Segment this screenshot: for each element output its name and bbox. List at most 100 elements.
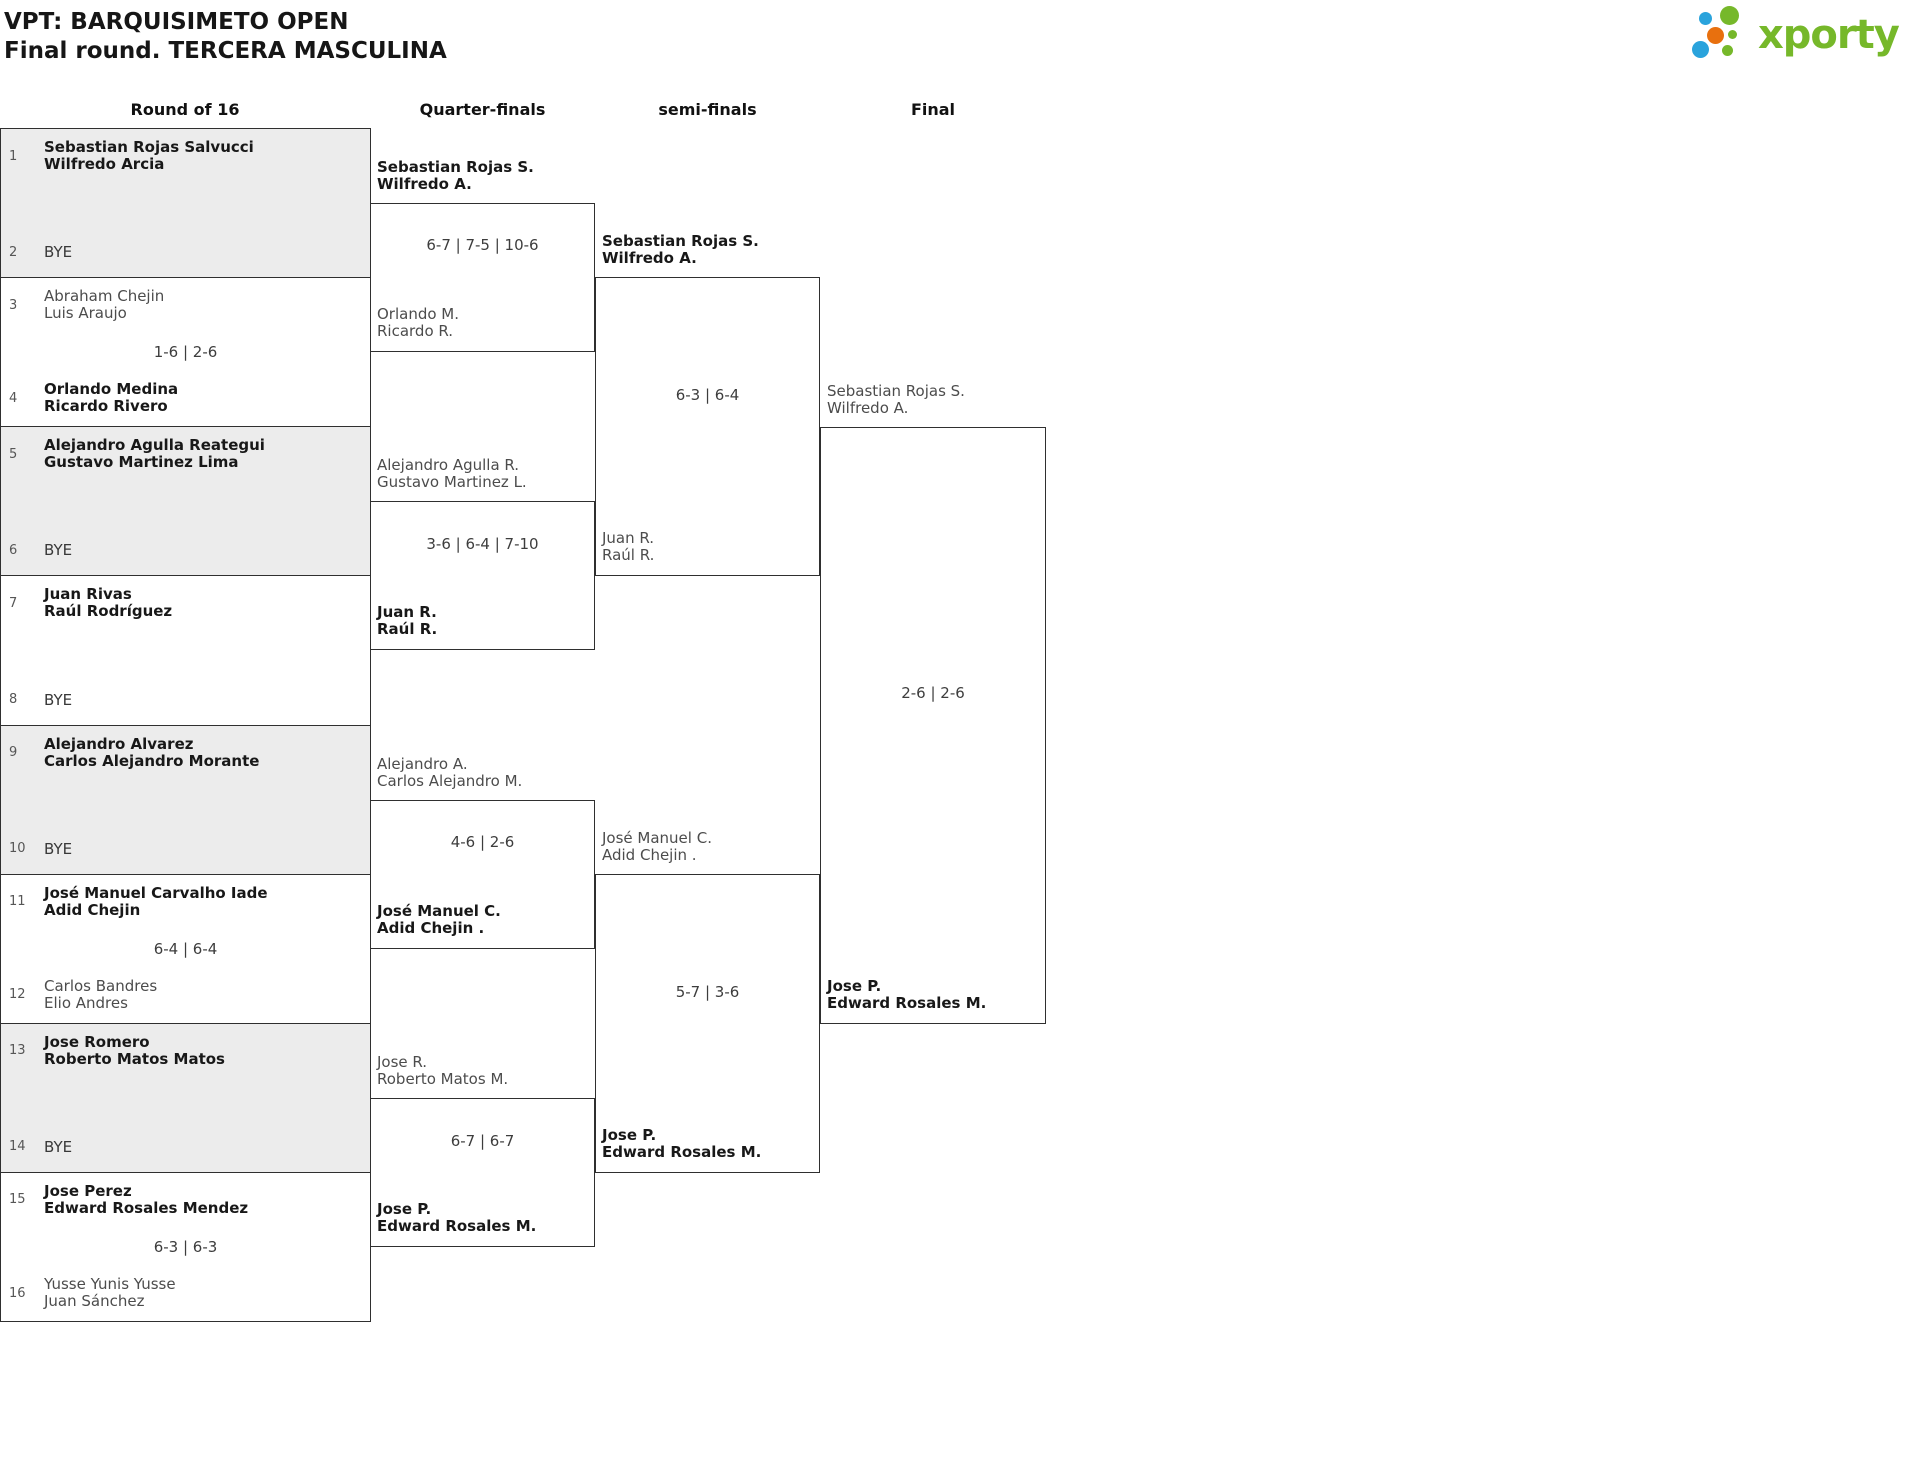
player-name: Juan Sánchez [44,1292,145,1310]
seed-number: 2 [9,244,18,260]
team-bottom: Jose P. Edward Rosales M. [827,976,987,1012]
team-bottom: Juan R. Raúl R. [377,604,437,638]
bye-entry: 10 BYE [7,840,366,858]
bye-entry: 2 BYE [7,243,366,261]
team-names: Juan Rivas Raúl Rodríguez [44,586,172,620]
match-score: 1-6 | 2-6 [153,343,218,362]
team-entry: 12 Carlos Bandres Elio Andres [7,976,366,1012]
player-name: Jose R. [377,1053,428,1072]
team-names: Orlando Medina Ricardo Rivero [44,381,178,415]
team-bottom: Juan R. Raúl R. [602,529,655,564]
team-names: José Manuel Carvalho Iade Adid Chejin [44,884,268,919]
team-names: Abraham Chejin Luis Araujo [44,288,164,322]
team-names: Yusse Yunis Yusse Juan Sánchez [44,1276,176,1310]
logo-dot-green-tiny [1728,30,1737,39]
seed-number: 14 [9,1139,26,1155]
column-header-quarter-finals: Quarter-finals [419,100,546,119]
team-names: Sebastian Rojas Salvucci Wilfredo Arcia [44,139,254,173]
round-of-16-column: 1 Sebastian Rojas Salvucci Wilfredo Arci… [0,128,371,1322]
seed-number: 12 [9,987,26,1003]
team-entry: 13 Jose Romero Roberto Matos Matos [7,1032,366,1068]
match-box-final: Sebastian Rojas S. Wilfredo A. 2-6 | 2-6… [820,382,1046,1024]
match-r16-2: 3 Abraham Chejin Luis Araujo 1-6 | 2-6 4… [1,278,370,428]
team-top: Alejandro Agulla R. Gustavo Martinez L. [377,457,527,491]
seed-number: 5 [9,446,18,462]
player-name: Wilfredo Arcia [44,155,165,173]
match-score: 6-7 | 7-5 | 10-6 [426,236,539,255]
player-name: Jose Romero [44,1032,150,1051]
team-bottom: Jose P. Edward Rosales M. [602,1125,761,1161]
player-name: Raúl R. [377,620,438,639]
team-bottom: Jose P. Edward Rosales M. [377,1201,536,1235]
player-name: Raúl R. [602,545,655,564]
team-names: Alejandro Alvarez Carlos Alejandro Moran… [44,735,259,770]
logo-dot-green-small [1722,45,1733,56]
team-entry: 15 Jose Perez Edward Rosales Mendez [7,1182,366,1217]
logo-dot-orange [1707,27,1724,44]
round-and-category: Final round. TERCERA MASCULINA [4,38,447,64]
bye-label: BYE [44,541,73,560]
team-entry: 16 Yusse Yunis Yusse Juan Sánchez [7,1276,366,1310]
player-name: Ricardo Rivero [44,397,168,416]
player-name: Roberto Matos Matos [44,1049,225,1068]
player-name: Raúl Rodríguez [44,602,173,621]
seed-number: 10 [9,841,26,857]
seed-number: 9 [9,745,18,760]
player-name: Jose P. [827,976,882,995]
bye-label: BYE [44,690,73,709]
seed-number: 13 [9,1043,26,1059]
player-name: Yusse Yunis Yusse [44,1275,176,1293]
player-name: Gustavo Martinez Lima [44,453,239,472]
player-name: Adid Chejin . [602,846,697,865]
team-entry: 4 Orlando Medina Ricardo Rivero [7,381,366,415]
seed-number: 16 [9,1285,26,1301]
team-top: Jose R. Roberto Matos M. [377,1054,508,1088]
column-header-final: Final [910,100,956,119]
seed-number: 15 [9,1192,26,1208]
player-name: Orlando Medina [44,380,179,399]
column-header-semi-finals: semi-finals [658,100,757,119]
player-name: Elio Andres [44,993,128,1012]
team-entry: 7 Juan Rivas Raúl Rodríguez [7,586,366,620]
match-r16-7: 13 Jose Romero Roberto Matos Matos 14 BY… [1,1023,370,1173]
bye-label: BYE [44,1137,73,1156]
match-box-quarterfinal-4: Jose R. Roberto Matos M. 6-7 | 6-7 Jose … [370,1054,595,1248]
bye-label: BYE [44,839,73,858]
player-name: Edward Rosales M. [827,993,987,1012]
player-name: Juan R. [377,603,437,622]
player-name: Luis Araujo [44,304,127,323]
team-top: Sebastian Rojas S. Wilfredo A. [602,233,759,267]
match-box-quarterfinal-3: Alejandro A. Carlos Alejandro M. 4-6 | 2… [370,755,595,949]
team-entry: 9 Alejandro Alvarez Carlos Alejandro Mor… [7,735,366,770]
match-score: 3-6 | 6-4 | 7-10 [426,534,539,553]
logo-wordmark: xporty [1758,12,1900,58]
seed-number: 11 [9,894,26,910]
seed-number: 6 [9,542,18,558]
player-name: Ricardo R. [377,321,454,340]
match-r16-5: 9 Alejandro Alvarez Carlos Alejandro Mor… [1,725,370,875]
player-name: Carlos Bandres [44,976,158,995]
player-name: Alejandro Agulla Reategui [44,436,265,455]
match-score: 6-3 | 6-4 [675,385,740,404]
match-r16-3: 5 Alejandro Agulla Reategui Gustavo Mart… [1,427,370,577]
player-name: José Manuel C. [602,829,712,848]
match-score: 6-3 | 6-3 [153,1237,218,1256]
logo-dot-blue-large [1692,41,1709,58]
team-entry: 11 José Manuel Carvalho Iade Adid Chejin [7,884,366,919]
bye-entry: 14 BYE [7,1138,366,1156]
player-name: Jose P. [602,1125,657,1144]
team-entry: 1 Sebastian Rojas Salvucci Wilfredo Arci… [7,139,366,173]
xporty-logo[interactable]: xporty [1692,4,1900,66]
match-box-quarterfinal-2: Alejandro Agulla R. Gustavo Martinez L. … [370,457,595,651]
player-name: Wilfredo A. [602,249,697,268]
tournament-name: VPT: BARQUISIMETO OPEN [4,9,349,35]
player-name: Juan Rivas [44,585,132,604]
team-names: Carlos Bandres Elio Andres [44,976,158,1012]
logo-dots-icon [1692,4,1744,66]
team-names: Jose Romero Roberto Matos Matos [44,1032,225,1068]
player-name: Gustavo Martinez L. [377,473,527,492]
seed-number: 8 [9,692,18,707]
match-r16-1: 1 Sebastian Rojas Salvucci Wilfredo Arci… [1,129,370,279]
match-box-quarterfinal-1: Sebastian Rojas S. Wilfredo A. 6-7 | 7-5… [370,158,595,352]
